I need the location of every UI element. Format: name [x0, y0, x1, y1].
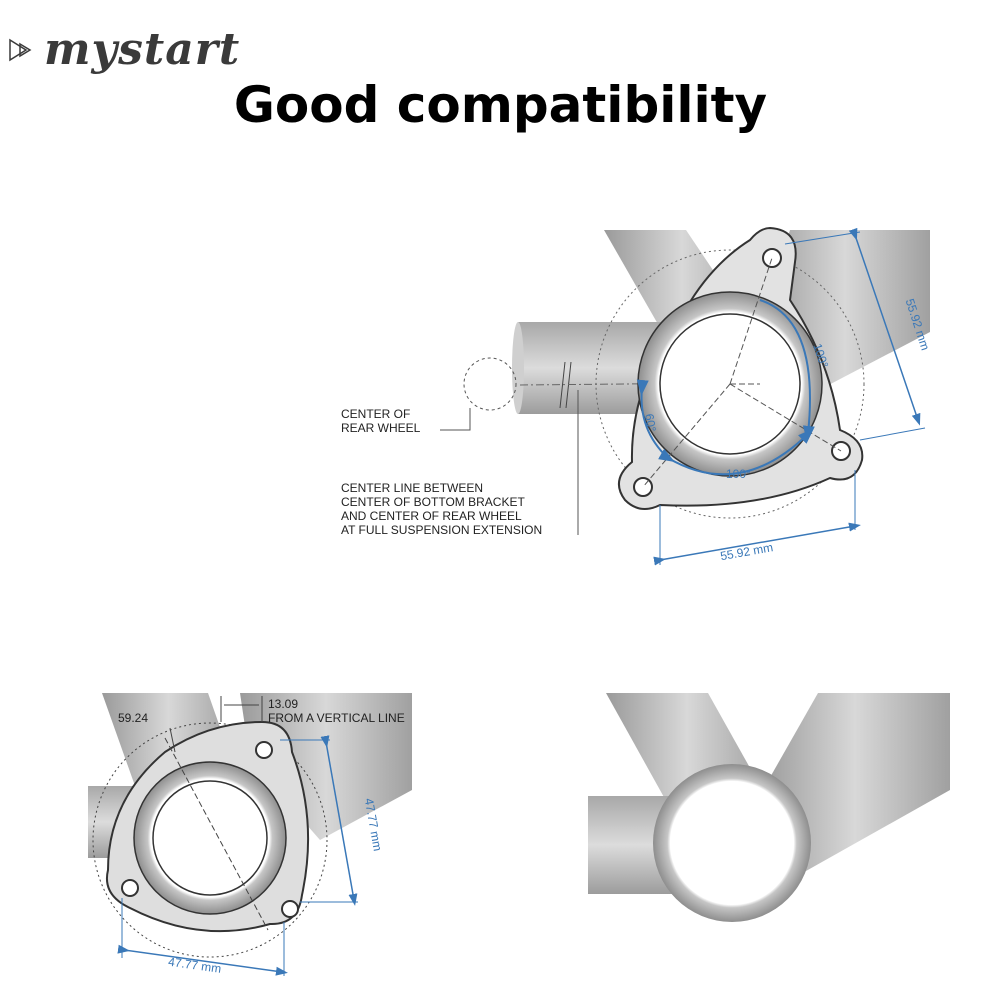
- callout-center-line: CENTER LINE BETWEEN CENTER OF BOTTOM BRA…: [341, 481, 542, 537]
- dim-line-bottom: [653, 522, 861, 566]
- angle-arc-left: [636, 379, 669, 459]
- rear-wheel-center-marker: [463, 357, 517, 411]
- chainstay-end: [512, 322, 524, 414]
- frame-diagram-top: CENTER OF REAR WHEEL CENTER LINE BETWEEN…: [341, 226, 932, 566]
- mount-hole-left: [121, 879, 139, 897]
- offset-value: 13.09: [268, 697, 298, 711]
- dim-line-bottom: [117, 944, 288, 976]
- brand-name: mystart: [44, 24, 241, 75]
- angle-label: 59.24: [118, 711, 148, 725]
- angle-label-left: 60°: [642, 413, 659, 434]
- page-headline: Good compatibility: [233, 76, 768, 134]
- frame-diagram-bottom-left: 59.24 13.09 FROM A VERTICAL LINE 47.77 m…: [88, 693, 412, 976]
- angle-arc-right: [759, 299, 815, 442]
- dim-label-bottom: 55.92 mm: [719, 540, 774, 563]
- callout-rear-wheel: CENTER OF REAR WHEEL: [341, 407, 421, 435]
- dim-line-right: [848, 227, 921, 426]
- brand-logo: mystart: [8, 28, 240, 72]
- mount-hole-top: [255, 741, 273, 759]
- mount-hole-left: [633, 477, 653, 497]
- dim-line-right: [320, 735, 358, 906]
- angle-arc-bottom: [658, 428, 814, 476]
- dim-label-bottom: 47.77 mm: [167, 955, 222, 976]
- angle-label-bottom: 100°: [726, 467, 751, 481]
- offset-text: FROM A VERTICAL LINE: [268, 711, 405, 725]
- mount-hole-right: [281, 900, 299, 918]
- frame-diagram-bottom-right: [588, 693, 950, 922]
- play-arrows-icon: [9, 38, 32, 62]
- mount-hole-top: [762, 248, 782, 268]
